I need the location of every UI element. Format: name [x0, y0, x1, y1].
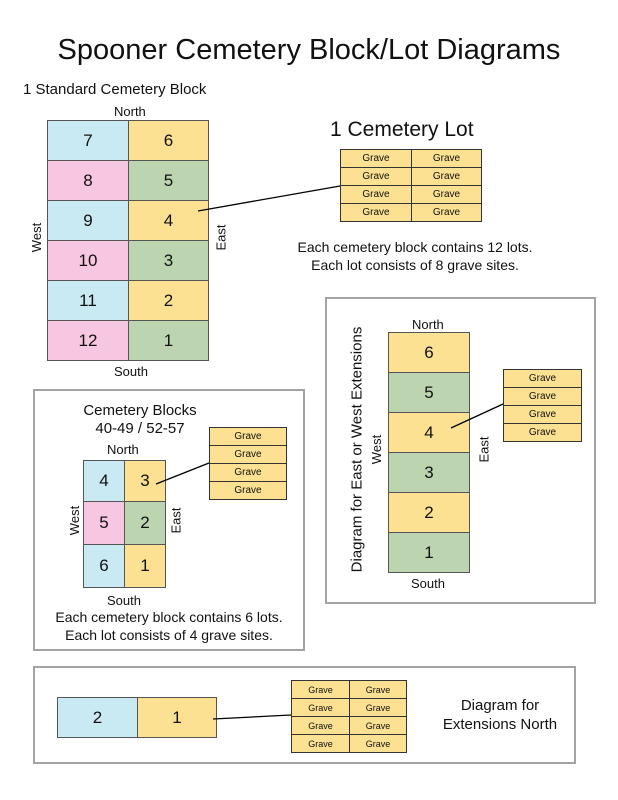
lot-cell: 3	[128, 240, 209, 281]
lot-cell: 2	[57, 697, 138, 738]
page-title: Spooner Cemetery Block/Lot Diagrams	[57, 34, 561, 66]
extension-north-heading: Diagram for Extensions North	[425, 696, 575, 734]
heading-line: Diagram for	[460, 697, 540, 714]
lot-cell: 7	[47, 120, 129, 161]
heading-line: Extensions North	[442, 716, 558, 733]
lot-cell: 10	[47, 240, 129, 281]
grave-cell: Grave	[411, 203, 482, 222]
lot-cell: 1	[388, 532, 470, 573]
lot-cell: 3	[124, 460, 166, 502]
grave-cell: Grave	[503, 423, 582, 442]
lot-cell: 12	[47, 320, 129, 361]
grave-cell: Grave	[209, 481, 287, 500]
lot-cell: 2	[128, 280, 209, 321]
standard-block-south-label: South	[114, 364, 148, 379]
connector-line	[155, 462, 210, 485]
lot-cell: 3	[388, 452, 470, 493]
grave-cell: Grave	[209, 445, 287, 464]
lot-cell: 1	[137, 697, 217, 738]
extension-ew-south-label: South	[411, 576, 445, 591]
note-line: Each lot consists of 4 grave sites.	[65, 627, 273, 643]
lot-cell: 2	[388, 492, 470, 533]
lot-cell: 6	[83, 544, 125, 588]
small-block-south-label: South	[107, 593, 141, 608]
heading-line: 40-49 / 52-57	[95, 420, 185, 437]
connector-line	[212, 714, 292, 720]
lot-cell: 1	[124, 544, 166, 588]
extension-ew-north-label: North	[412, 317, 444, 332]
lot-cell: 4	[388, 412, 470, 453]
extension-ew-frame	[325, 297, 596, 604]
grave-cell: Grave	[209, 427, 287, 446]
lot-cell: 4	[128, 200, 209, 241]
lot-cell: 2	[124, 501, 166, 545]
small-block-heading: Cemetery Blocks 40-49 / 52-57	[40, 402, 240, 438]
connector-line	[450, 403, 504, 429]
lot-cell: 11	[47, 280, 129, 321]
connector-line	[197, 185, 341, 212]
lot-cell: 4	[83, 460, 125, 502]
standard-block-north-label: North	[114, 104, 146, 119]
small-block-north-label: North	[107, 442, 139, 457]
cemetery-lot-heading: 1 Cemetery Lot	[330, 118, 474, 141]
note-line: Each lot consists of 8 grave sites.	[311, 257, 519, 273]
cemetery-lot-note: Each cemetery block contains 12 lots. Ea…	[270, 238, 560, 274]
heading-line: Cemetery Blocks	[83, 402, 197, 419]
lot-cell: 1	[128, 320, 209, 361]
note-line: Each cemetery block contains 6 lots.	[55, 609, 283, 625]
grave-cell: Grave	[349, 734, 407, 753]
lot-cell: 5	[128, 160, 209, 201]
small-block-frame	[33, 389, 305, 651]
extension-north-frame	[33, 666, 576, 764]
note-line: Each cemetery block contains 12 lots.	[297, 239, 533, 255]
standard-block-heading: 1 Standard Cemetery Block	[23, 81, 207, 98]
small-block-note: Each cemetery block contains 6 lots. Eac…	[36, 608, 302, 644]
lot-cell: 9	[47, 200, 129, 241]
lot-cell: 6	[128, 120, 209, 161]
